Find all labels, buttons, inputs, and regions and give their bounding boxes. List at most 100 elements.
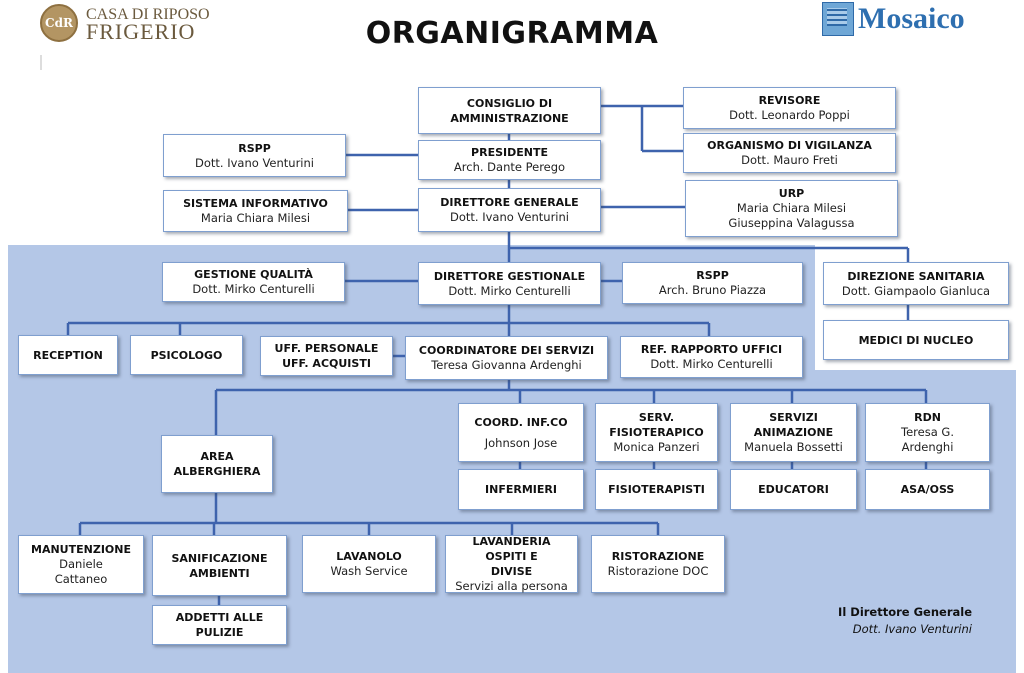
node-person: Dott. Ivano Venturini: [195, 155, 314, 170]
node-rspp-second: RSPP Arch. Bruno Piazza: [622, 262, 803, 304]
connector-lines: [66, 104, 928, 605]
node-urp: URP Maria Chiara Milesi Giuseppina Valag…: [685, 180, 898, 237]
node-title: SERVIZI ANIMAZIONE: [753, 411, 834, 439]
node-uff-personale: UFF. PERSONALE UFF. ACQUISTI: [260, 336, 393, 376]
mosaico-wordmark: Mosaico: [858, 2, 965, 35]
node-direzione-sanitaria: DIREZIONE SANITARIA Dott. Giampaolo Gian…: [823, 262, 1009, 305]
node-title: LAVANOLO: [336, 550, 402, 563]
node-title: COORD. INF.CO: [474, 415, 568, 429]
node-revisore: REVISORE Dott. Leonardo Poppi: [683, 87, 896, 129]
logo-line-1: CASA DI RIPOSO: [86, 6, 210, 23]
node-servizi-animazione: SERVIZI ANIMAZIONE Manuela Bossetti: [730, 403, 857, 462]
mosaico-emblem-icon: [822, 2, 854, 36]
node-person: Dott. Mauro Freti: [741, 153, 838, 167]
node-title: LAVANDERIA OSPITI E DIVISE: [472, 535, 551, 578]
signature-name: Dott. Ivano Venturini: [852, 622, 972, 636]
mosaico-logo: Mosaico: [822, 2, 965, 36]
node-person: Arch. Bruno Piazza: [658, 283, 767, 297]
node-lavanolo: LAVANOLO Wash Service: [302, 535, 436, 593]
node-person: Cattaneo: [54, 572, 108, 586]
node-title: MANUTENZIONE: [31, 543, 131, 556]
node-title: INFERMIERI: [485, 483, 557, 496]
page-title: ORGANIGRAMMA: [365, 16, 659, 51]
node-person: Ristorazione DOC: [607, 564, 709, 578]
node-person: Dott. Mirko Centurelli: [650, 357, 773, 371]
node-fisioterapisti: FISIOTERAPISTI: [595, 469, 718, 510]
node-title: REF. RAPPORTO UFFICI: [640, 343, 783, 356]
node-title: EDUCATORI: [758, 483, 829, 496]
casa-di-riposo-logo: CdR CASA DI RIPOSO FRIGERIO: [40, 4, 210, 44]
node-direttore-gestionale: DIRETTORE GESTIONALE Dott. Mirko Centure…: [418, 262, 601, 305]
node-person: Teresa Giovanna Ardenghi: [431, 358, 582, 372]
node-presidente: PRESIDENTE Arch. Dante Perego: [418, 140, 601, 180]
frigerio-seal-icon: CdR: [40, 4, 78, 42]
node-person: Servizi alla persona: [455, 579, 568, 593]
node-psicologo: PSICOLOGO: [130, 335, 243, 375]
node-person: Ardenghi: [901, 440, 954, 454]
signature-block: Il Direttore Generale Dott. Ivano Ventur…: [760, 604, 972, 638]
node-title: FISIOTERAPISTI: [608, 483, 705, 496]
node-person: Daniele: [59, 557, 103, 571]
node-person: Dott. Ivano Venturini: [450, 210, 569, 224]
node-title: ADDETTI ALLE PULIZIE: [175, 611, 264, 639]
node-title: COORDINATORE DEI SERVIZI: [418, 344, 595, 357]
node-coord-infermieristico: COORD. INF.CO Johnson Jose: [458, 403, 584, 462]
node-coordinatore-servizi: COORDINATORE DEI SERVIZI Teresa Giovanna…: [405, 336, 608, 380]
node-title: RECEPTION: [33, 348, 103, 362]
node-title: DIRETTORE GENERALE: [440, 196, 579, 209]
node-area-alberghiera: AREA ALBERGHIERA: [161, 435, 273, 493]
node-addetti-pulizie: ADDETTI ALLE PULIZIE: [152, 605, 287, 645]
node-title: URP: [778, 187, 805, 200]
node-person: Dott. Mirko Centurelli: [448, 283, 571, 298]
node-title: ORGANISMO DI VIGILANZA: [707, 139, 872, 152]
node-rspp-top: RSPP Dott. Ivano Venturini: [163, 134, 346, 177]
node-person: Maria Chiara Milesi: [736, 201, 847, 215]
node-manutenzione: MANUTENZIONE Daniele Cattaneo: [18, 535, 144, 594]
node-title: DIRETTORE GESTIONALE: [433, 269, 586, 283]
node-sanificazione-ambienti: SANIFICAZIONE AMBIENTI: [152, 535, 287, 596]
node-title: UFF. PERSONALE: [274, 342, 379, 355]
node-asa-oss: ASA/OSS: [865, 469, 990, 510]
node-person: Arch. Dante Perego: [453, 160, 566, 174]
node-infermieri: INFERMIERI: [458, 469, 584, 510]
logo-line-2: FRIGERIO: [86, 19, 196, 44]
node-person: Wash Service: [330, 564, 408, 578]
node-consiglio: CONSIGLIO DI AMMINISTRAZIONE: [418, 87, 601, 134]
node-title: REVISORE: [758, 94, 821, 107]
node-title: PSICOLOGO: [150, 348, 223, 362]
node-person: Monica Panzeri: [613, 440, 700, 454]
node-title: PRESIDENTE: [471, 146, 548, 159]
node-title: SANIFICAZIONE AMBIENTI: [171, 551, 268, 580]
node-person: Teresa G.: [901, 425, 954, 439]
node-person: Dott. Leonardo Poppi: [729, 108, 850, 122]
node-person: Maria Chiara Milesi: [200, 211, 311, 225]
node-person: Johnson Jose: [484, 435, 558, 450]
node-organismo-vigilanza: ORGANISMO DI VIGILANZA Dott. Mauro Freti: [683, 133, 896, 173]
node-medici-di-nucleo: MEDICI DI NUCLEO: [823, 320, 1009, 360]
node-title: RSPP: [238, 141, 271, 155]
signature-role: Il Direttore Generale: [838, 605, 972, 619]
node-sistema-informativo: SISTEMA INFORMATIVO Maria Chiara Milesi: [163, 190, 348, 232]
node-servizio-fisioterapico: SERV. FISIOTERAPICO Monica Panzeri: [595, 403, 718, 462]
node-title: AREA ALBERGHIERA: [173, 450, 261, 478]
node-gestione-qualita: GESTIONE QUALITÀ Dott. Mirko Centurelli: [162, 262, 345, 302]
node-title: UFF. ACQUISTI: [282, 357, 371, 370]
node-title: DIREZIONE SANITARIA: [847, 269, 985, 283]
node-title: CONSIGLIO DI AMMINISTRAZIONE: [450, 96, 569, 125]
node-direttore-generale: DIRETTORE GENERALE Dott. Ivano Venturini: [418, 188, 601, 232]
node-lavanderia: LAVANDERIA OSPITI E DIVISE Servizi alla …: [445, 535, 578, 593]
node-person: Giuseppina Valagussa: [728, 216, 855, 230]
node-title: RDN: [914, 411, 941, 424]
node-person: Manuela Bossetti: [744, 440, 843, 454]
node-title: ASA/OSS: [900, 483, 955, 496]
node-educatori: EDUCATORI: [730, 469, 857, 510]
node-person: Dott. Giampaolo Gianluca: [841, 283, 991, 298]
node-reception: RECEPTION: [18, 335, 118, 375]
node-title: RISTORAZIONE: [611, 550, 705, 563]
node-title: GESTIONE QUALITÀ: [194, 268, 313, 281]
node-title: SERV. FISIOTERAPICO: [609, 411, 704, 439]
node-ref-rapporto-uffici: REF. RAPPORTO UFFICI Dott. Mirko Centure…: [620, 336, 803, 378]
node-rdn: RDN Teresa G. Ardenghi: [865, 403, 990, 462]
node-person: Dott. Mirko Centurelli: [192, 282, 315, 296]
node-title: SISTEMA INFORMATIVO: [183, 197, 328, 210]
